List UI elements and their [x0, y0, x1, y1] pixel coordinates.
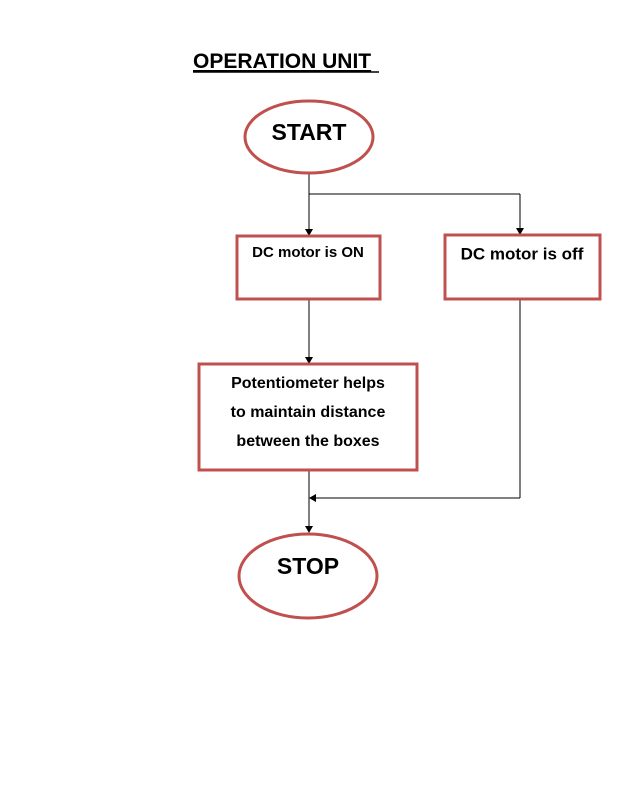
motor-off-box [443, 233, 602, 301]
motor-off-label: DC motor is off [461, 244, 584, 263]
arrowhead-stop [305, 526, 313, 533]
diagram-title: OPERATION UNIT [193, 50, 371, 73]
potentiometer-line-3: between the boxes [236, 433, 379, 450]
stop-node: STOP [237, 532, 379, 620]
arrowhead-motor-on [305, 229, 313, 236]
motor-on-label: DC motor is ON [252, 244, 364, 261]
arrowhead-potentiometer [305, 357, 313, 364]
connectors [305, 174, 524, 533]
motor-on-node: DC motor is ON [235, 234, 382, 301]
stop-ellipse [237, 532, 379, 620]
arrowhead-merge [309, 494, 316, 502]
start-label: START [272, 119, 347, 145]
motor-on-box [235, 234, 382, 301]
motor-off-node: DC motor is off [443, 233, 602, 301]
potentiometer-box [197, 362, 419, 472]
potentiometer-line-1: Potentiometer helps [231, 375, 385, 392]
potentiometer-node: Potentiometer helps to maintain distance… [197, 362, 419, 472]
start-ellipse [243, 99, 375, 175]
arrowhead-motor-off [516, 228, 524, 235]
potentiometer-line-2: to maintain distance [231, 404, 386, 421]
stop-label: STOP [277, 553, 339, 579]
start-node: START [243, 99, 375, 175]
